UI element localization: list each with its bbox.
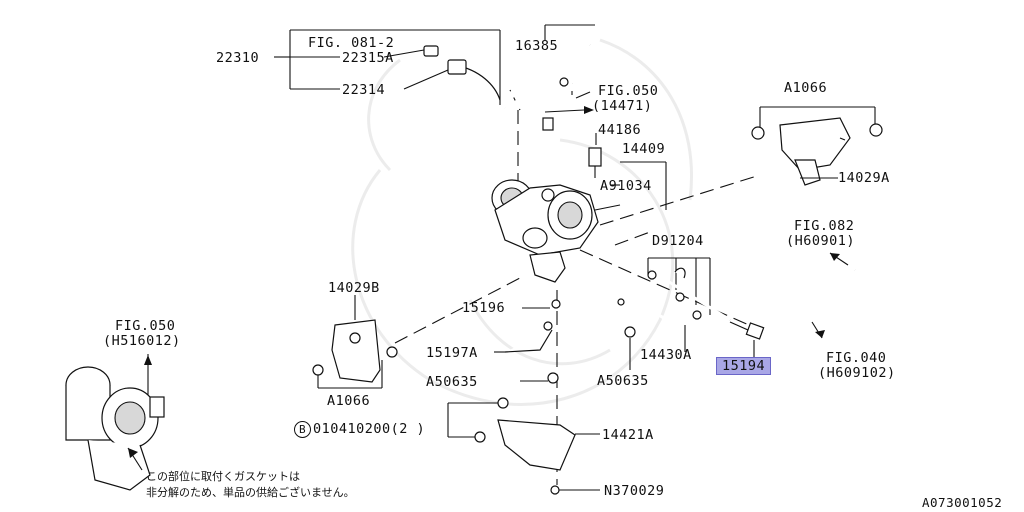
label-15197a: 15197A: [426, 345, 478, 361]
bracket-16385: [544, 24, 595, 40]
label-14430a: 14430A: [640, 347, 692, 363]
label-15194-highlighted[interactable]: 15194: [716, 357, 772, 375]
label-fig-050-inset[interactable]: FIG.050: [115, 318, 176, 334]
label-16385: 16385: [515, 38, 559, 54]
diagram-id: A073001052: [922, 495, 1003, 510]
label-a50635-left: A50635: [426, 374, 478, 390]
note-line-2: 非分解のため、単品の供給ございません。: [146, 486, 355, 499]
label-d91204: D91204: [652, 233, 704, 249]
hose-fig082-fig040: [798, 252, 874, 339]
turbocharger: [491, 179, 621, 283]
label-22315a: 22315A: [342, 50, 394, 66]
label-a1066-bottom: A1066: [327, 393, 371, 409]
bracket-14421A: [447, 397, 600, 495]
label-a1066-top: A1066: [784, 80, 828, 96]
bracket-14029B: [312, 295, 398, 389]
bolt-15194: [729, 321, 765, 358]
label-15196: 15196: [462, 300, 506, 316]
label-14029a: 14029A: [838, 170, 890, 186]
label-fig-040[interactable]: FIG.040: [826, 350, 887, 366]
label-fig-050-top[interactable]: FIG.050: [598, 83, 659, 99]
label-a91034: A91034: [600, 178, 652, 194]
bracket-A1066-top: [751, 106, 883, 186]
bracket-22310: [274, 29, 501, 105]
bolt-marker-circle: B: [294, 421, 311, 438]
label-fig-082[interactable]: FIG.082: [794, 218, 855, 234]
label-22314: 22314: [342, 82, 386, 98]
pipe-15197A: [504, 299, 561, 353]
label-22310: 22310: [216, 50, 260, 66]
hose-14430A: [616, 267, 731, 327]
turbo-inset: [65, 354, 165, 491]
hose-16385: [423, 44, 594, 131]
label-n370029: N370029: [604, 483, 665, 499]
label-14409: 14409: [622, 141, 666, 157]
label-fig-050-inset-ref: (H516012): [103, 333, 181, 349]
bolt-44186: [588, 133, 602, 178]
label-fig-050-top-ref: (14471): [592, 98, 653, 114]
label-a50635-right: A50635: [597, 373, 649, 389]
label-44186: 44186: [598, 122, 642, 138]
bolt-ref-text: 010410200(2 ): [313, 421, 426, 437]
label-fig-081-2[interactable]: FIG. 081-2: [308, 35, 395, 51]
watermark: [351, 38, 693, 406]
label-14421a: 14421A: [602, 427, 654, 443]
note-line-1: この部位に取付くガスケットは: [146, 470, 300, 483]
label-fig-040-ref: (H609102): [818, 365, 896, 381]
label-14029b: 14029B: [328, 280, 380, 296]
label-fig-082-ref: (H60901): [786, 233, 856, 249]
